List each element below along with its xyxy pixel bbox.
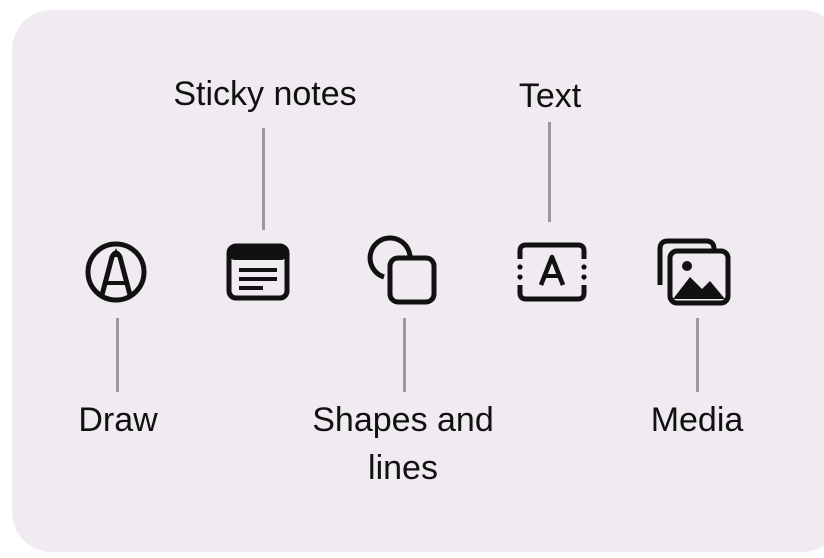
draw-callout-line	[116, 318, 119, 392]
shapes-tool-button[interactable]	[362, 232, 442, 312]
text-box-icon	[517, 242, 587, 302]
text-callout-line	[548, 122, 551, 222]
sticky-note-icon	[226, 243, 290, 301]
media-callout-line	[696, 318, 699, 392]
pencil-tip-circle-icon	[85, 241, 147, 303]
sticky-notes-label: Sticky notes	[173, 75, 357, 113]
draw-label: Draw	[78, 401, 158, 439]
sticky-notes-tool-button[interactable]	[218, 232, 298, 312]
shapes-icon	[367, 235, 437, 305]
shapes-and-lines-label-line1: Shapes and	[312, 401, 494, 439]
sticky-notes-callout-line	[262, 128, 265, 230]
shapes-callout-line	[403, 318, 406, 392]
draw-tool-button[interactable]	[76, 232, 156, 312]
media-label: Media	[650, 401, 744, 439]
photo-stack-icon	[657, 238, 731, 306]
media-tool-button[interactable]	[654, 232, 734, 312]
text-tool-button[interactable]	[512, 232, 592, 312]
shapes-and-lines-label-line2: lines	[368, 449, 438, 487]
text-label: Text	[518, 77, 582, 115]
